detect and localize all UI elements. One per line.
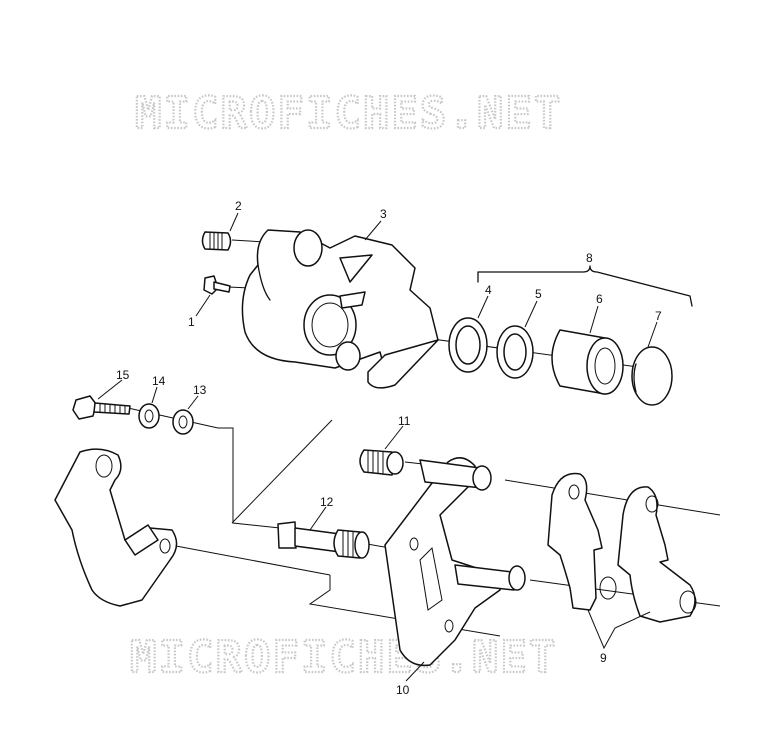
callout-12: 12 (320, 495, 334, 509)
part-6-piston (551, 329, 624, 395)
callout-5: 5 (535, 287, 542, 301)
part-7-piston-cap (631, 346, 673, 406)
part-11-pin-boot (359, 449, 404, 476)
part-13-washer (172, 409, 194, 435)
part-5-seal (496, 325, 534, 379)
part-9-brake-pads (547, 472, 697, 623)
callout-14: 14 (152, 374, 166, 388)
callout-9: 9 (600, 651, 607, 665)
callout-7: 7 (655, 309, 662, 323)
part-15-bolt (72, 395, 131, 420)
mounting-bracket (54, 448, 178, 607)
part-3-caliper-body (241, 229, 439, 389)
leader-lines (97, 212, 658, 682)
part-2-bleeder-cap (201, 231, 232, 251)
callout-1: 1 (188, 315, 195, 329)
callout-8: 8 (586, 251, 593, 265)
callout-10: 10 (396, 683, 410, 697)
callout-2: 2 (235, 199, 242, 213)
callout-15: 15 (116, 368, 130, 382)
part-8-brace (477, 265, 693, 307)
callout-11: 11 (398, 414, 411, 428)
callout-13: 13 (193, 383, 207, 397)
callout-labels: 1 2 3 4 5 6 7 8 9 10 11 12 13 14 15 (116, 199, 662, 697)
part-12-slide-pin (277, 521, 370, 559)
part-1-bleeder-screw (203, 275, 231, 295)
callout-3: 3 (380, 207, 387, 221)
part-10-caliper-bracket (384, 457, 526, 667)
watermark-bottom: MICROFICHES.NET (130, 632, 557, 683)
part-4-seal (448, 317, 488, 373)
watermark-top: MICROFICHES.NET (135, 88, 562, 139)
part-14-lock-washer (138, 403, 160, 429)
callout-4: 4 (485, 283, 492, 297)
callout-6: 6 (596, 292, 603, 306)
